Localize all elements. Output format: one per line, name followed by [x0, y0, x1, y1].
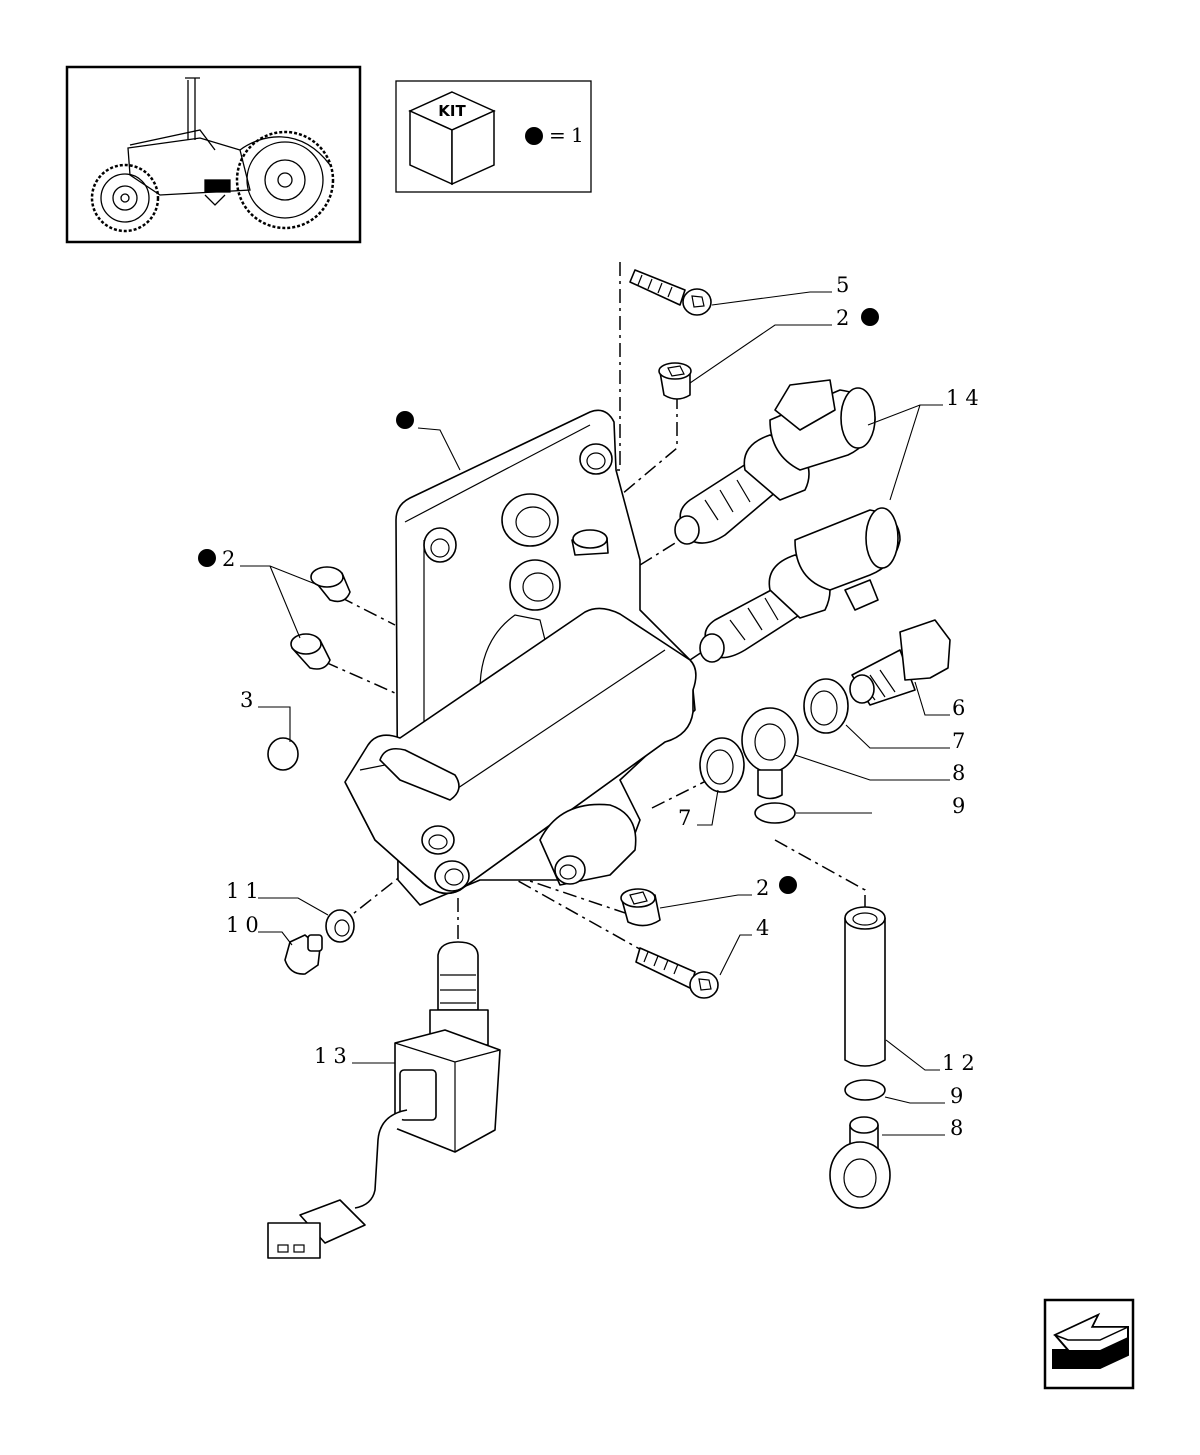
kit-equals-sign: =: [549, 123, 570, 147]
valve-body-housing[interactable]: [344, 409, 697, 906]
callout-labels: 5 2 14 2 3 6 7 8 9 7 11 10 2 4 13 12 9 8: [222, 273, 985, 1140]
callout-7-left[interactable]: 7: [678, 806, 697, 830]
tube-12[interactable]: [844, 906, 886, 1067]
kit-count: 1: [571, 123, 588, 147]
kit-cube-icon: [408, 91, 496, 186]
kit-legend: KIT = 1: [395, 80, 592, 193]
callout-9-upper[interactable]: 9: [952, 794, 971, 818]
solenoid-valve-14-lower[interactable]: [699, 507, 901, 663]
previous-page-button[interactable]: [1043, 1298, 1135, 1390]
banjo-fitting-8-upper[interactable]: [741, 707, 799, 800]
plug-2-top[interactable]: [658, 362, 692, 400]
kit-bullet-icon: [525, 127, 543, 145]
seal-7-right[interactable]: [803, 678, 849, 734]
plug-10[interactable]: [284, 934, 323, 975]
solenoid-valve-13[interactable]: [394, 941, 501, 1153]
previous-page-arrow-icon: [1052, 1312, 1129, 1369]
callout-14[interactable]: 14: [946, 386, 985, 410]
callout-4[interactable]: 4: [756, 916, 775, 940]
o-ring-9-upper[interactable]: [754, 802, 796, 824]
callout-5[interactable]: 5: [836, 273, 855, 297]
plug-2-left-lower[interactable]: [290, 633, 331, 670]
tractor-thumbnail[interactable]: [65, 65, 362, 244]
callout-6[interactable]: 6: [952, 696, 971, 720]
callout-2-top[interactable]: 2: [836, 306, 855, 330]
banjo-fitting-8-lower[interactable]: [829, 1116, 891, 1209]
leader-lines: [240, 291, 950, 1136]
electrical-connector[interactable]: [267, 1109, 408, 1259]
screw-4[interactable]: [635, 947, 719, 999]
callout-11[interactable]: 11: [226, 879, 265, 903]
callout-13[interactable]: 13: [314, 1044, 353, 1068]
callout-8-lower[interactable]: 8: [950, 1116, 969, 1140]
tractor-thumbnail-icon: [90, 77, 335, 233]
kit-label: KIT: [438, 102, 466, 120]
callout-2-left[interactable]: 2: [222, 547, 241, 571]
washer-11[interactable]: [325, 909, 355, 943]
callout-7-right[interactable]: 7: [952, 729, 971, 753]
kit-bullet-icon: [861, 308, 879, 326]
plug-2-lower[interactable]: [620, 888, 661, 927]
kit-bullet-icon: [396, 411, 414, 429]
solenoid-valve-14-upper[interactable]: [674, 379, 876, 545]
screw-5[interactable]: [629, 269, 712, 316]
callout-3[interactable]: 3: [240, 688, 259, 712]
seal-7-left[interactable]: [699, 737, 745, 793]
plug-2-left-upper[interactable]: [310, 566, 351, 603]
kit-bullet-icon: [779, 876, 797, 894]
plug-3[interactable]: [267, 737, 299, 771]
callout-9-lower[interactable]: 9: [950, 1084, 969, 1108]
banjo-bolt-6[interactable]: [849, 619, 951, 706]
callout-2-lower[interactable]: 2: [756, 876, 775, 900]
kit-bullet-icon: [198, 549, 216, 567]
callout-10[interactable]: 10: [226, 913, 265, 937]
callout-8-right[interactable]: 8: [952, 761, 971, 785]
callout-12[interactable]: 12: [942, 1051, 981, 1075]
o-ring-9-lower[interactable]: [844, 1079, 886, 1101]
